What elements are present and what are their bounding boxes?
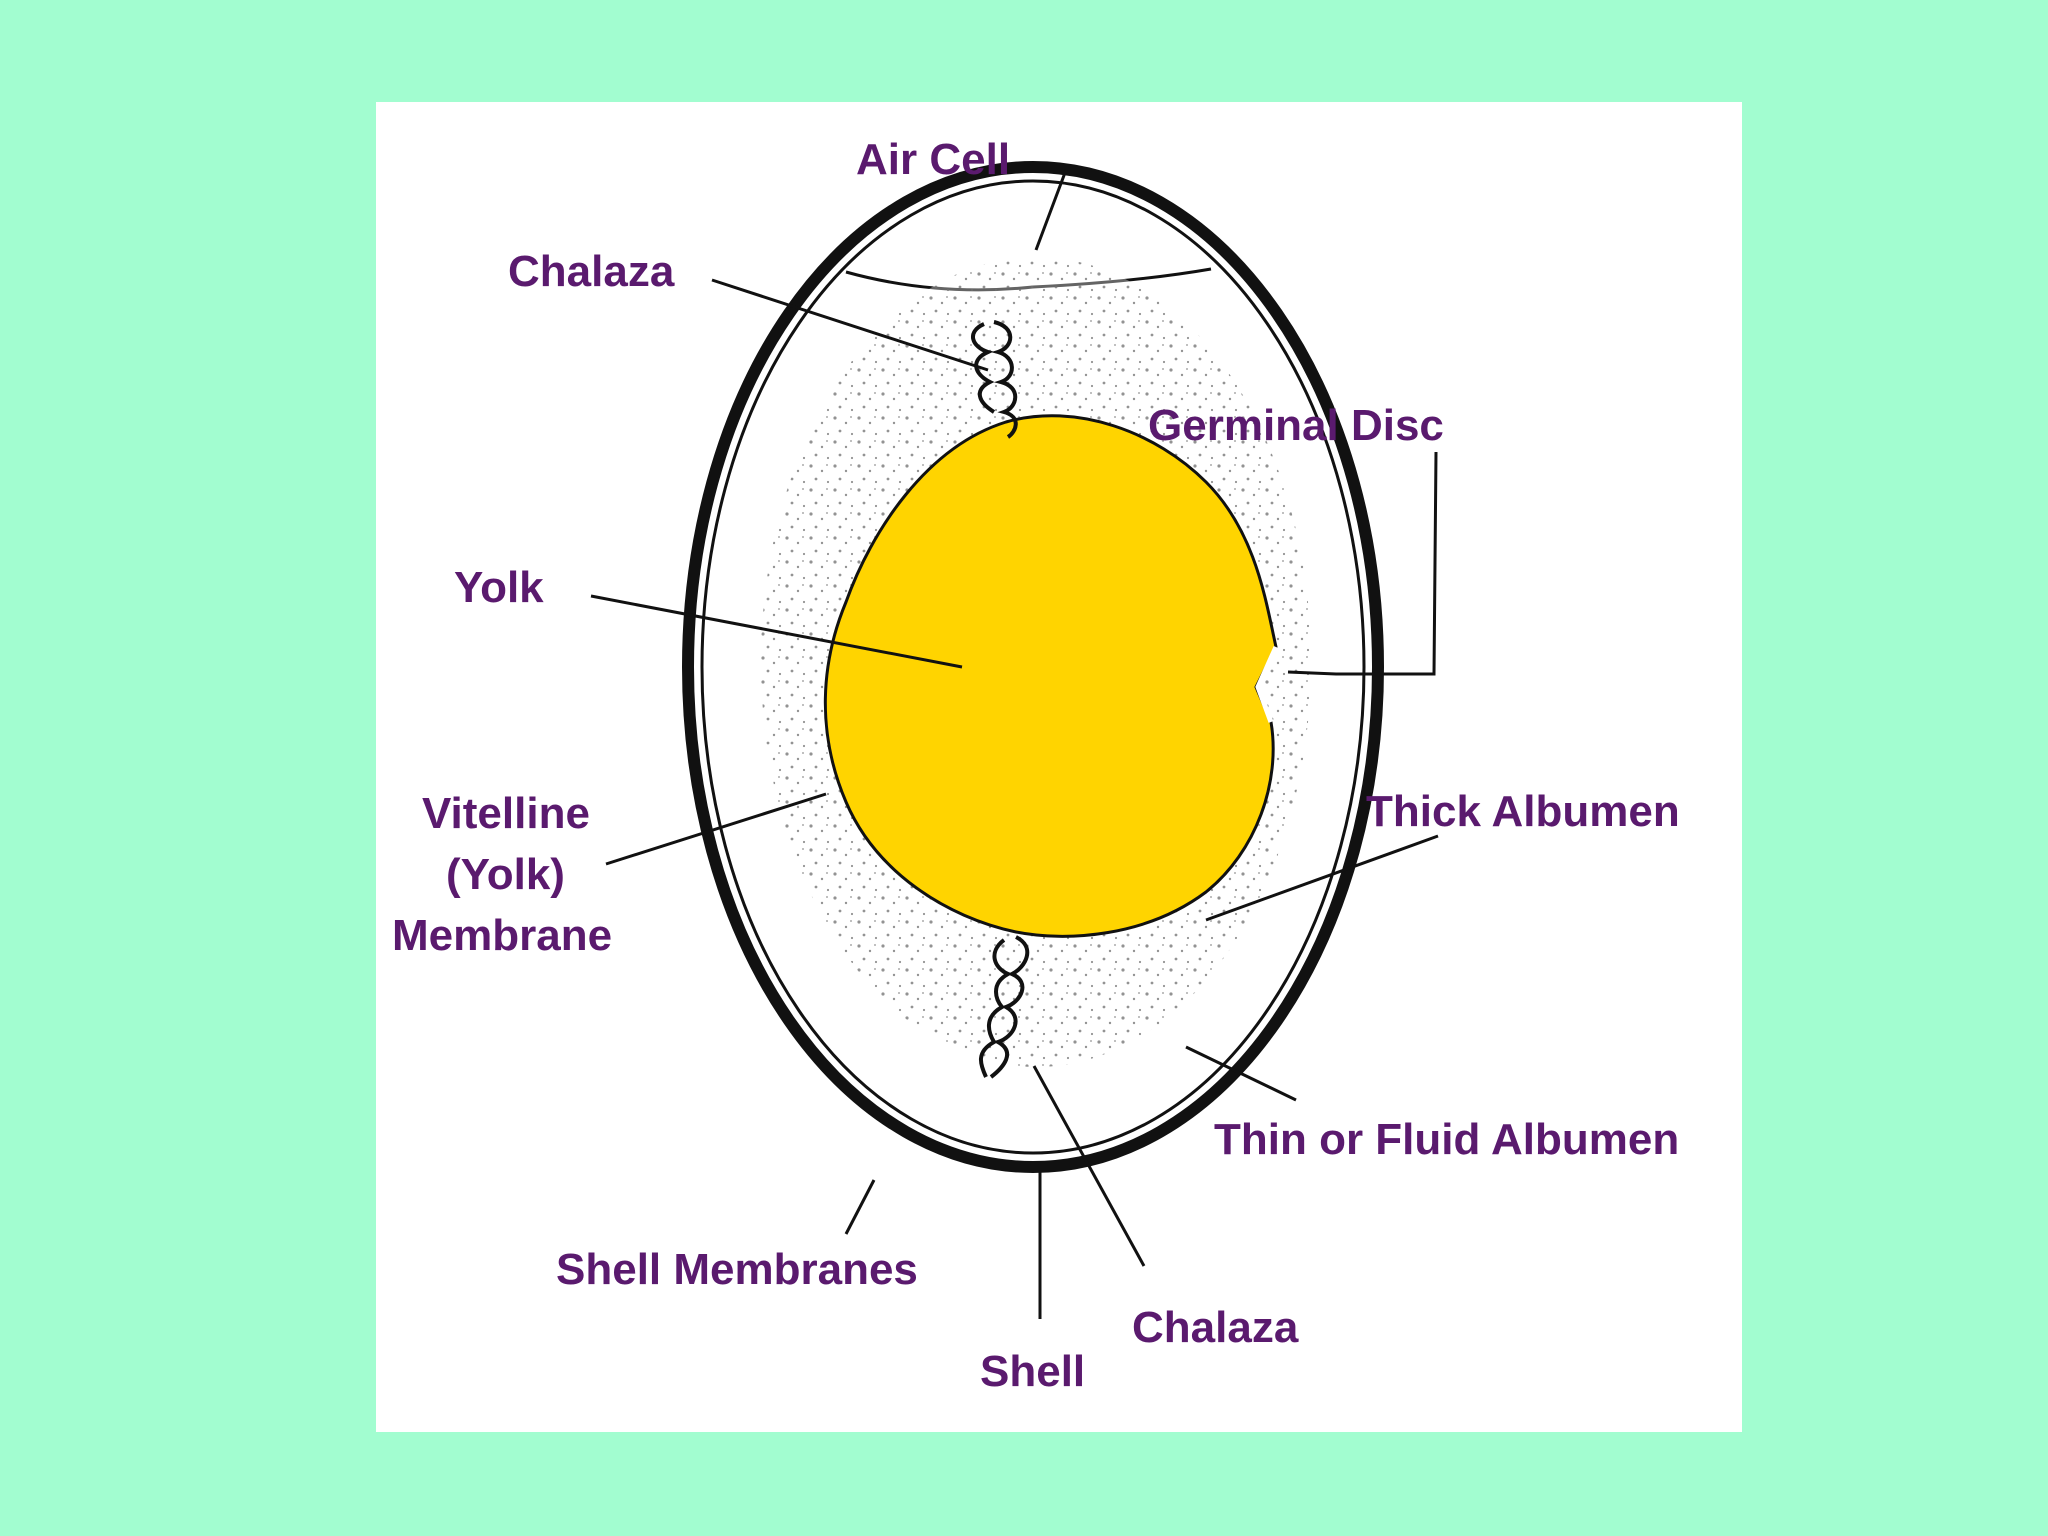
label-shell-membranes: Shell Membranes: [556, 1245, 918, 1294]
label-thick-albumen: Thick Albumen: [1366, 787, 1680, 836]
diagram-panel: Air Cell Chalaza Germinal Disc Yolk Vite…: [376, 102, 1742, 1432]
germinal-disc: [1255, 645, 1279, 723]
shell-membrane: [700, 179, 1366, 1155]
label-yolk: Yolk: [454, 563, 544, 612]
label-air-cell: Air Cell: [856, 135, 1010, 184]
label-chalaza-top: Chalaza: [508, 247, 675, 296]
label-vitelline-line1: Vitelline: [422, 789, 590, 838]
label-thin-albumen: Thin or Fluid Albumen: [1214, 1115, 1679, 1164]
label-chalaza-bottom: Chalaza: [1132, 1303, 1299, 1352]
yolk-shape: [823, 414, 1278, 938]
label-vitelline-line3: Membrane: [392, 911, 612, 960]
leader-lines: [590, 169, 1439, 1319]
egg-diagram: Air Cell Chalaza Germinal Disc Yolk Vite…: [392, 135, 1680, 1396]
label-germinal-disc: Germinal Disc: [1148, 401, 1444, 450]
label-shell: Shell: [980, 1347, 1085, 1396]
label-vitelline-line2: (Yolk): [446, 850, 565, 899]
chalaza-bottom-strand: [979, 935, 1030, 1079]
